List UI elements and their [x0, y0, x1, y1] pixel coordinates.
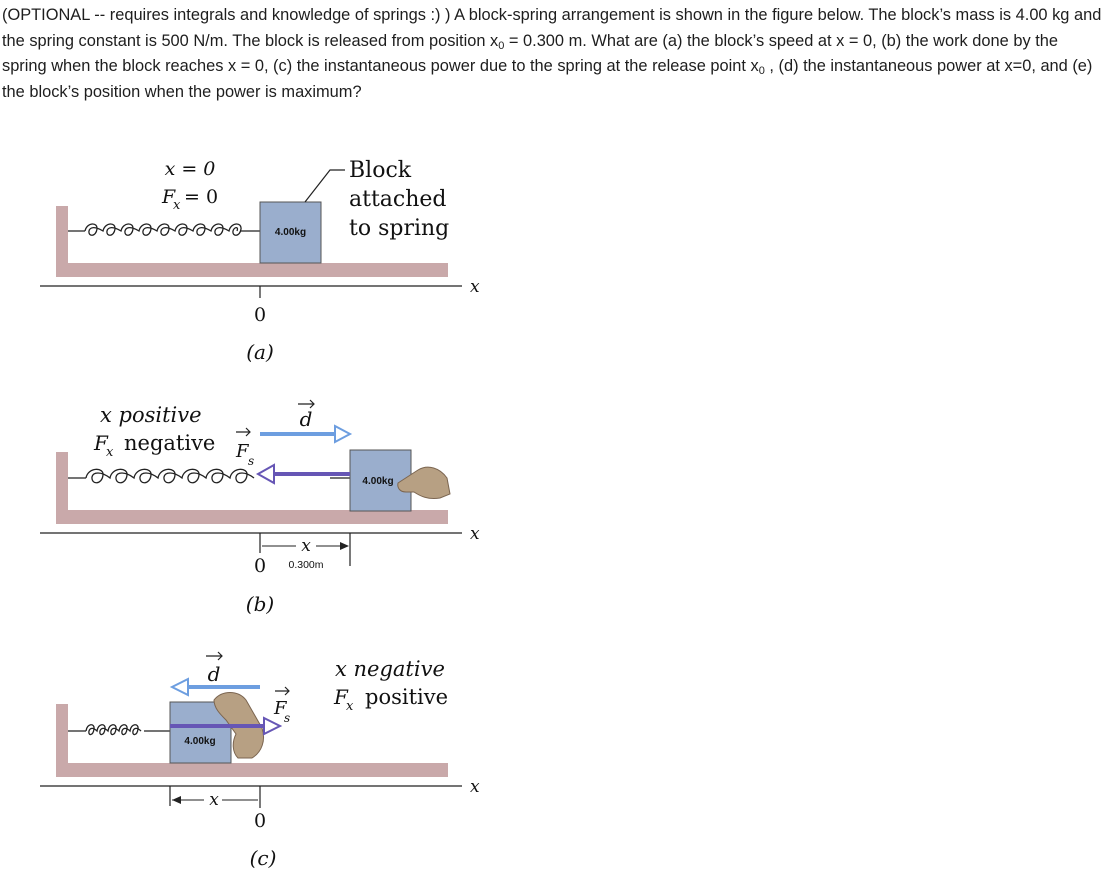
origin-label: 0	[254, 810, 266, 832]
panel-a: 4.00kg x 0 (a) x = 0 F x = 0 Block attac…	[40, 158, 480, 364]
vector-arrow-icon	[298, 399, 315, 409]
fx-negative-label: F x negative	[93, 431, 215, 460]
displacement-label: d	[300, 407, 313, 431]
axis-label: x	[470, 277, 480, 297]
force-label: F x = 0	[161, 186, 218, 213]
dimension-label: x	[209, 790, 219, 810]
svg-text:x: x	[346, 699, 354, 714]
dimension-arrow	[172, 796, 258, 804]
svg-text:F: F	[93, 431, 109, 455]
vector-arrow-icon	[206, 651, 223, 661]
wall-and-floor	[56, 704, 448, 777]
subscript-zero: 0	[498, 39, 505, 52]
hand-icon	[397, 466, 451, 499]
axis-label: x	[470, 524, 480, 544]
fx-positive-label: F x positive	[333, 685, 448, 714]
position-label: x = 0	[165, 158, 216, 180]
callout-line-3: to spring	[349, 216, 449, 241]
caption-c: (c)	[250, 846, 277, 870]
dimension-label: x	[301, 536, 311, 556]
svg-text:F: F	[273, 698, 288, 719]
problem-text: (OPTIONAL -- requires integrals and know…	[2, 3, 1106, 106]
displacement-arrow	[169, 677, 260, 697]
svg-text:x: x	[106, 445, 114, 460]
displacement-label: d	[208, 662, 221, 686]
question-text-2: = 0.300 m. What are (a) the block’s spee…	[2, 31, 1058, 76]
svg-text:F: F	[235, 441, 250, 462]
spring-stretched	[68, 468, 350, 484]
spring-force-label: F s	[273, 686, 290, 725]
panel-b: 4.00kg d F s x 0 x 0.300m (b) x positiv	[40, 399, 480, 616]
subscript-zero: 0	[758, 65, 765, 78]
svg-text:F: F	[161, 186, 176, 208]
spring	[68, 223, 260, 236]
svg-text:negative: negative	[124, 431, 215, 455]
svg-text:= 0: = 0	[184, 186, 218, 208]
block	[349, 449, 412, 512]
caption-b: (b)	[246, 592, 274, 616]
axis-label: x	[470, 777, 480, 797]
origin-label: 0	[254, 555, 266, 577]
svg-text:s: s	[248, 454, 254, 468]
block	[259, 201, 322, 264]
wall-and-floor	[56, 452, 448, 524]
dimension-arrow	[262, 542, 349, 550]
callout-line-1: Block	[349, 158, 412, 183]
spring-force-label: F s	[235, 427, 254, 468]
callout-leader	[304, 169, 345, 203]
spring-force-arrow	[255, 463, 350, 485]
callout-line-2: attached	[349, 187, 447, 212]
displacement-arrow	[260, 424, 353, 444]
caption-a: (a)	[246, 340, 274, 364]
question-text-1: (OPTIONAL -- requires integrals and know…	[2, 6, 1102, 50]
spring-force-arrow	[170, 716, 283, 736]
x-negative-label: x negative	[335, 657, 445, 681]
vector-arrow-icon	[275, 686, 290, 696]
block-mass-label: 4.00kg	[275, 227, 306, 238]
x-positive-label: x positive	[100, 403, 202, 427]
svg-text:positive: positive	[365, 685, 448, 709]
vector-arrow-icon	[236, 427, 251, 437]
origin-label: 0	[254, 304, 266, 326]
dimension-value: 0.300m	[288, 559, 323, 571]
wall-and-floor	[56, 206, 448, 277]
block-mass-label: 4.00kg	[362, 476, 393, 487]
svg-text:x: x	[173, 198, 181, 213]
spring-compressed	[68, 724, 170, 736]
question-text-3: , (d) the instantaneous power at x=0, an…	[2, 57, 1093, 102]
svg-text:s: s	[284, 711, 290, 725]
svg-text:F: F	[333, 685, 349, 709]
block-mass-label: 4.00kg	[184, 736, 215, 747]
panel-c: 4.00kg d F s x x 0 (c) x negative	[40, 651, 480, 870]
